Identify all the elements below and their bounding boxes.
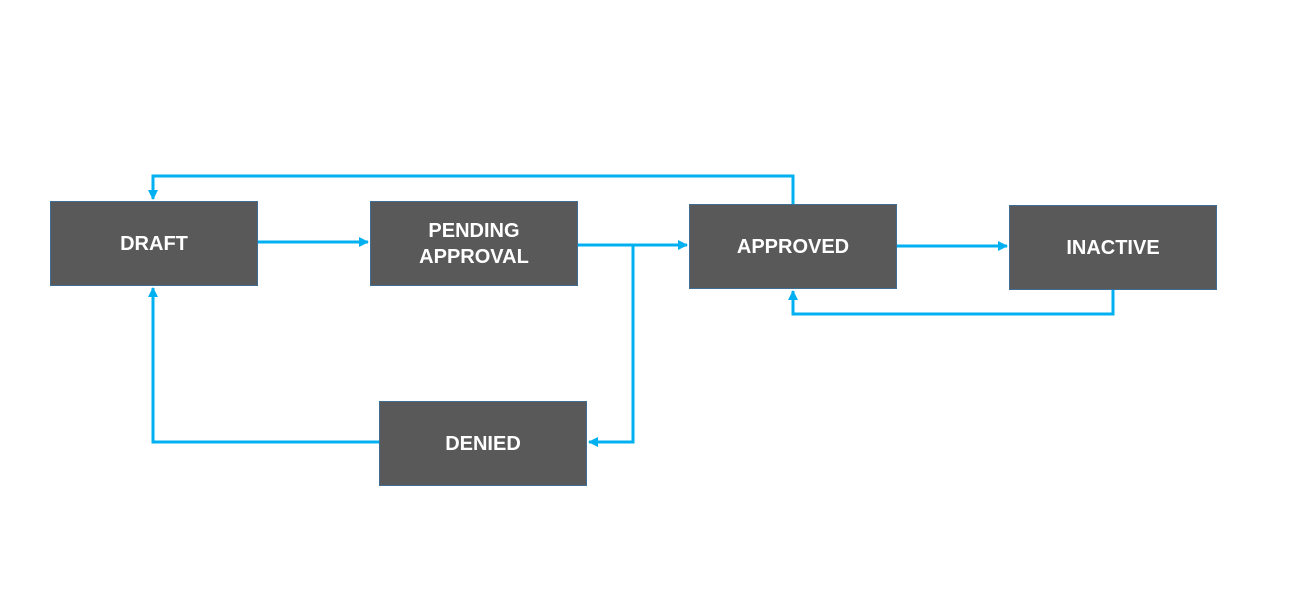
state-box-draft: DRAFT: [50, 201, 258, 286]
state-box-pending-approval: PENDING APPROVAL: [370, 201, 578, 286]
state-box-inactive: INACTIVE: [1009, 205, 1217, 290]
arrow-inactive-to-approved: [788, 290, 1115, 316]
state-box-approved: APPROVED: [689, 204, 897, 289]
arrow-denied-to-draft: [148, 287, 379, 444]
arrow-pending-to-denied: [588, 245, 635, 447]
state-box-denied: DENIED: [379, 401, 587, 486]
arrow-approved-to-draft: [148, 174, 795, 204]
